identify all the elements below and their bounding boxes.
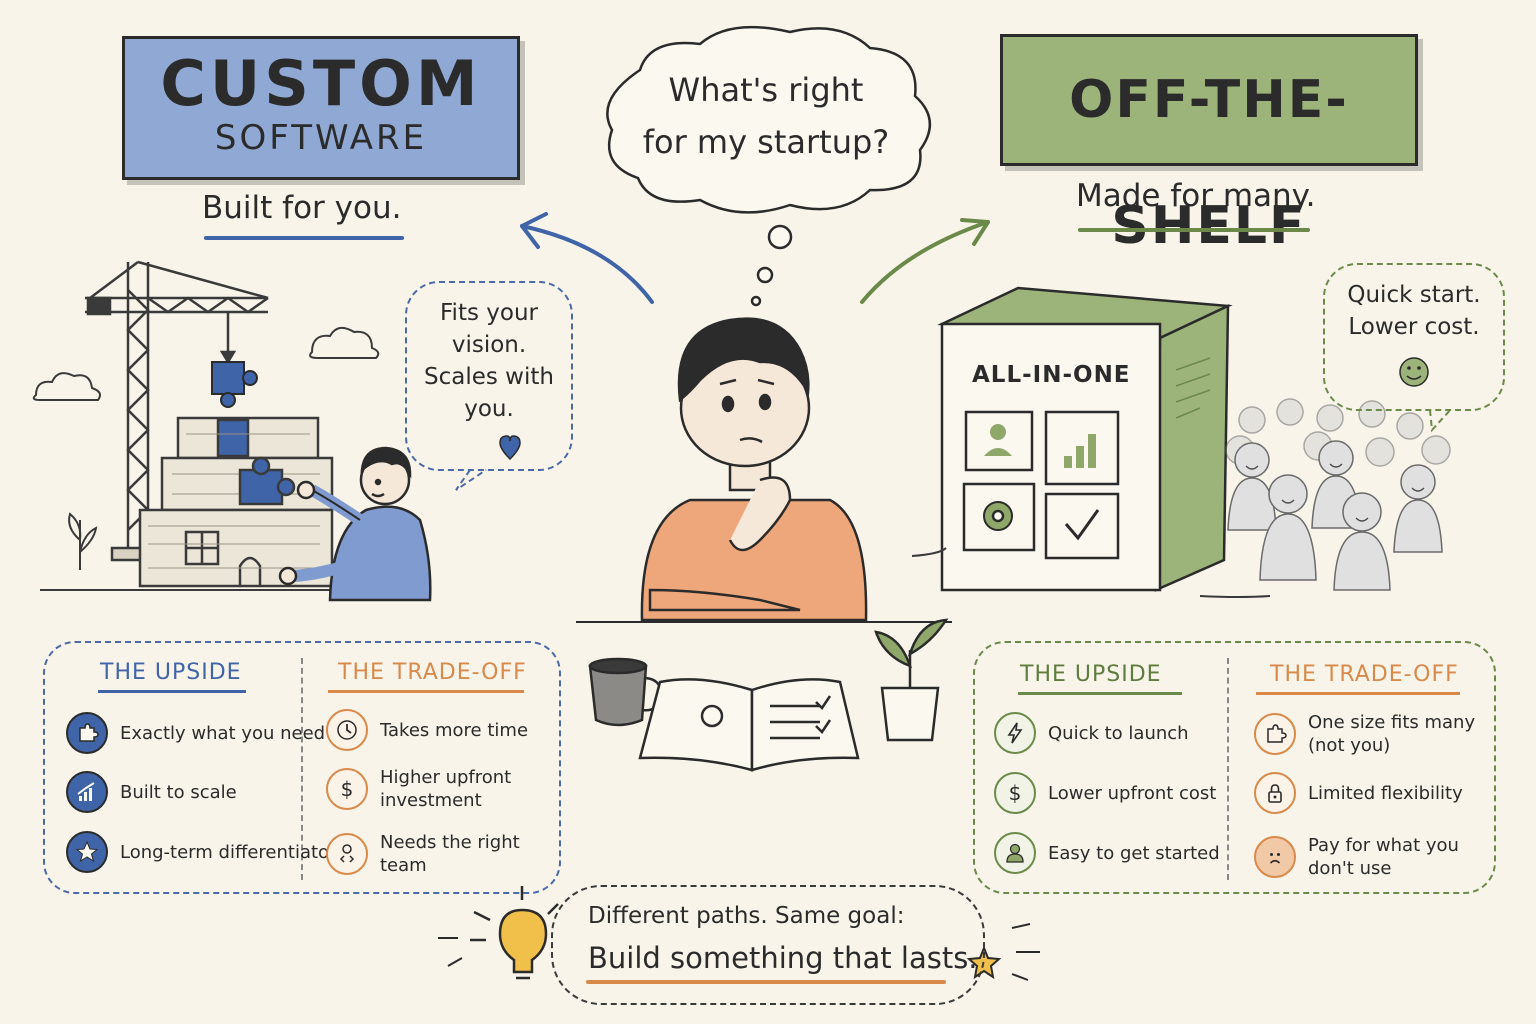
fits-your-vision-bubble: Fits your vision. Scales with you. xyxy=(405,281,573,471)
heart-icon xyxy=(499,435,521,461)
footer-line-1: Different paths. Same goal: xyxy=(588,903,905,929)
shelf-comparison-panel xyxy=(973,641,1496,894)
item-label: Lower upfront cost xyxy=(1048,782,1217,804)
shelf-tradeoff-heading: THE TRADE-OFF xyxy=(1270,662,1459,687)
sprout-doodle xyxy=(68,512,98,570)
arrow-to-shelf xyxy=(860,218,990,304)
shelf-tradeoff-item: Limited flexibility xyxy=(1254,772,1463,814)
bubble-line: Fits your xyxy=(440,300,538,326)
dollar-icon: $ xyxy=(994,772,1036,814)
bubble-line: Quick start. xyxy=(1347,282,1481,308)
custom-tradeoff-item: Takes more time xyxy=(326,709,528,751)
puzzle-icon xyxy=(1254,713,1296,755)
custom-comparison-panel xyxy=(43,641,561,894)
shelf-panel-divider xyxy=(1227,658,1229,880)
lightbulb-icon xyxy=(470,886,559,980)
shelf-tradeoff-underline xyxy=(1256,692,1460,695)
thought-line-1: What's right xyxy=(668,71,864,109)
svg-text:$: $ xyxy=(341,777,354,801)
svg-text:$: $ xyxy=(1009,781,1022,805)
custom-tradeoff-item: Needs the right team xyxy=(326,831,520,877)
software-subtitle: SOFTWARE xyxy=(214,118,428,158)
bubble-line: you. xyxy=(464,396,514,422)
off-the-shelf-title: OFF-THE-SHELF xyxy=(1069,70,1349,256)
user-icon xyxy=(994,832,1036,874)
dollar-icon: $ xyxy=(326,768,368,810)
open-notebook xyxy=(638,678,860,772)
builder-person xyxy=(278,446,432,602)
thought-question: What's right for my startup? xyxy=(630,64,902,168)
item-label: Long-term differentiator xyxy=(120,841,337,863)
arrow-to-custom xyxy=(520,212,654,304)
shelf-upside-item: Quick to launch xyxy=(994,712,1189,754)
footer-line-2: Build something that lasts. xyxy=(588,941,978,975)
footer-bubble xyxy=(551,885,985,1005)
item-label: Quick to launch xyxy=(1048,722,1189,744)
building-illustration xyxy=(138,416,334,588)
smiley-icon xyxy=(1399,357,1429,387)
star-icon xyxy=(66,831,108,873)
sad-face-icon xyxy=(1254,836,1296,878)
thinking-person xyxy=(640,317,868,622)
footer-underline xyxy=(586,980,946,984)
shelf-upside-item: Easy to get started xyxy=(994,832,1220,874)
item-label: Takes more time xyxy=(380,719,529,741)
growth-chart-icon xyxy=(66,771,108,813)
off-the-shelf-title-box: OFF-THE-SHELF xyxy=(1000,34,1418,256)
item-label: Built to scale xyxy=(120,781,237,803)
ground-strokes xyxy=(911,547,1271,598)
quick-start-bubble: Quick start. Lower cost. xyxy=(1323,263,1505,411)
custom-tagline-underline xyxy=(204,236,404,240)
item-label: One size fits many (not you) xyxy=(1308,712,1476,756)
developer-icon xyxy=(326,833,368,875)
hanging-puzzle-piece xyxy=(211,361,258,408)
clock-icon xyxy=(326,709,368,751)
custom-tradeoff-heading: THE TRADE-OFF xyxy=(338,660,527,685)
shelf-tradeoff-item: Pay for what you don't use xyxy=(1254,834,1459,880)
bubble-line: Lower cost. xyxy=(1348,314,1480,340)
thought-cloud xyxy=(606,25,932,307)
lightning-icon xyxy=(994,712,1036,754)
shelf-upside-item: $ Lower upfront cost xyxy=(994,772,1216,814)
puzzle-icon xyxy=(66,712,108,754)
item-label: Easy to get started xyxy=(1048,842,1220,864)
all-in-one-label: ALL-IN-ONE xyxy=(972,362,1131,388)
custom-upside-item: Long-term differentiator xyxy=(66,831,336,873)
custom-tradeoff-item: $ Higher upfront investment xyxy=(326,766,511,812)
shelf-upside-heading: THE UPSIDE xyxy=(1020,662,1162,687)
custom-tradeoff-underline xyxy=(328,690,524,693)
quick-bubble-tail xyxy=(1429,407,1453,433)
potted-plant xyxy=(874,618,949,742)
shelf-tagline-underline xyxy=(1078,228,1310,232)
fit-bubble-tail xyxy=(455,469,487,491)
cloud-doodles xyxy=(32,326,380,401)
all-in-one-box xyxy=(937,286,1233,592)
thought-line-2: for my startup? xyxy=(642,123,890,161)
custom-tagline: Built for you. xyxy=(202,190,402,226)
custom-panel-divider xyxy=(301,658,303,880)
custom-upside-item: Exactly what you need xyxy=(66,712,325,754)
custom-upside-item: Built to scale xyxy=(66,771,237,813)
lock-icon xyxy=(1254,772,1296,814)
crane-illustration xyxy=(85,260,269,562)
custom-upside-heading: THE UPSIDE xyxy=(100,660,242,685)
item-label: Needs the right team xyxy=(380,832,520,876)
custom-title: CUSTOM xyxy=(160,47,482,120)
crowd-of-users xyxy=(1225,398,1451,591)
coffee-mug xyxy=(588,657,662,727)
item-label: Pay for what you don't use xyxy=(1308,835,1459,879)
shelf-tradeoff-item: One size fits many (not you) xyxy=(1254,711,1475,757)
shelf-upside-underline xyxy=(1018,692,1182,695)
shelf-tagline: Made for many. xyxy=(1076,178,1316,214)
item-label: Higher upfront investment xyxy=(380,767,512,811)
bubble-line: vision. xyxy=(451,332,527,358)
item-label: Limited flexibility xyxy=(1308,782,1463,804)
sparkle-doodles xyxy=(438,923,1040,981)
bubble-line: Scales with xyxy=(424,364,554,390)
custom-upside-underline xyxy=(98,690,246,693)
item-label: Exactly what you need xyxy=(120,722,326,744)
custom-software-title-box: CUSTOM SOFTWARE xyxy=(122,36,520,180)
